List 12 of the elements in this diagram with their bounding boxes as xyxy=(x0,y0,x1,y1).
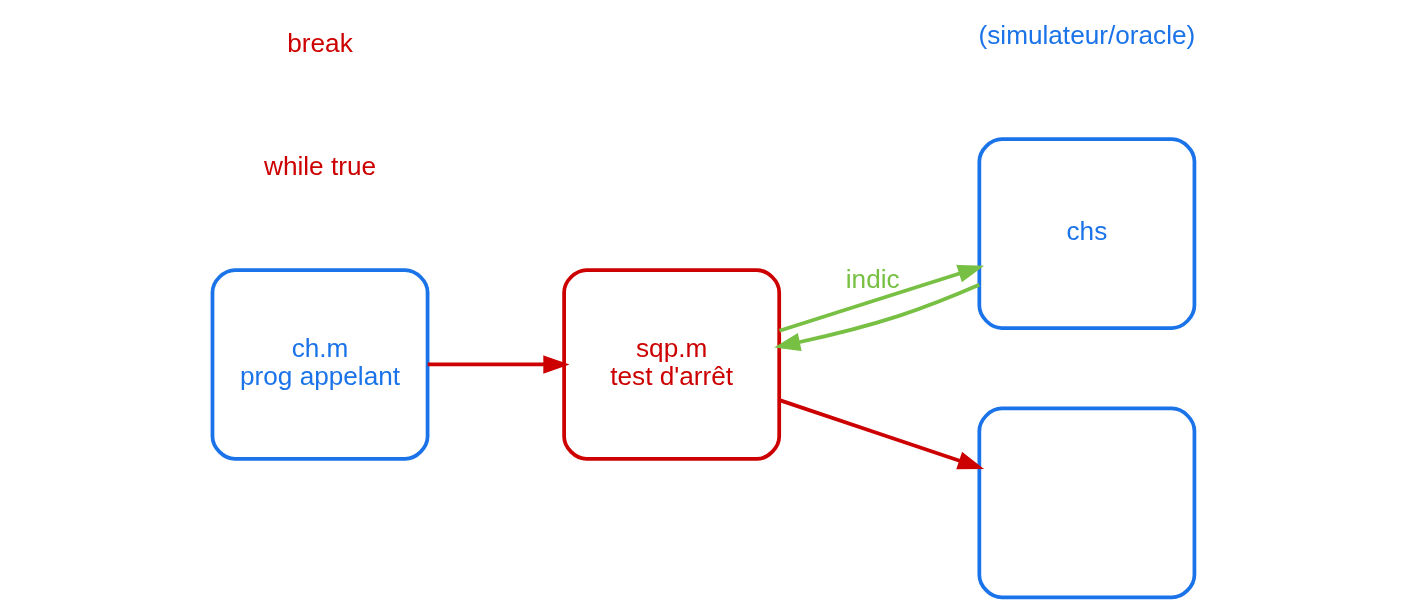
node-box: sqp.m test d'arrêt xyxy=(562,268,782,461)
arrow xyxy=(778,264,985,333)
edge-label: indic xyxy=(845,264,900,295)
node-box xyxy=(977,406,1197,600)
arrow xyxy=(778,398,985,470)
arrow xyxy=(774,283,980,351)
label: break xyxy=(287,27,353,58)
node-box: ch.m prog appelant xyxy=(210,268,430,461)
node-box: chs xyxy=(977,137,1197,330)
label: (simulateur/oracle) xyxy=(978,20,1196,51)
arrow xyxy=(427,355,570,374)
label: while true xyxy=(264,151,377,182)
